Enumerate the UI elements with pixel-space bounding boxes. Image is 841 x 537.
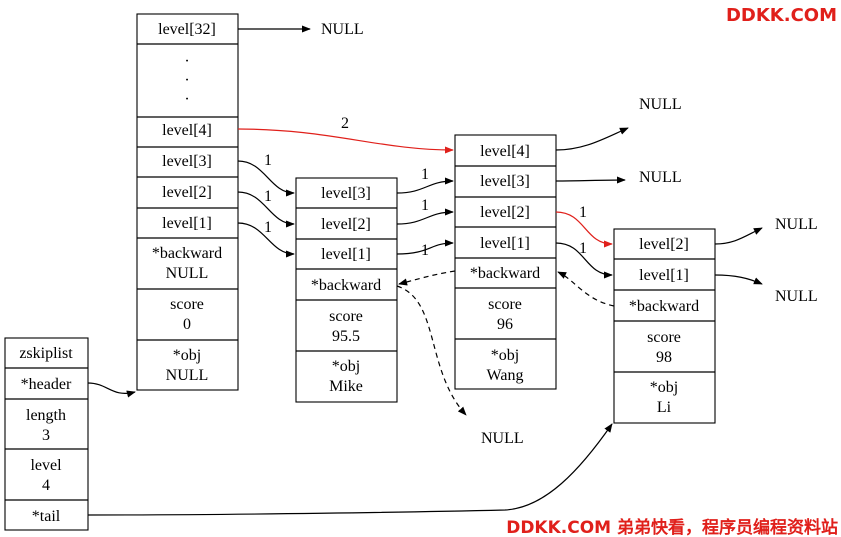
wang-score-value: 96 (497, 316, 513, 333)
edge-li-level1-null (714, 274, 763, 285)
zskiplist-length-label: length (26, 407, 66, 424)
mike-level1: level[1] (321, 246, 371, 263)
mike-level2: level[2] (321, 216, 371, 233)
edges (87, 25, 763, 516)
zskiplist-node: zskiplist *header length 3 level 4 *tail (4, 337, 89, 531)
header-dot-3: · (184, 91, 189, 108)
null-wang-level3: NULL (639, 169, 682, 186)
header-dot-1: · (184, 53, 189, 70)
edge-mike-level3-wang (396, 177, 454, 194)
zskiplist-title: zskiplist (19, 345, 73, 362)
header-obj-label: *obj (173, 347, 201, 364)
header-level32: level[32] (158, 21, 216, 38)
edge-zskiplist-header (87, 382, 136, 398)
zskiplist-level-label: level (30, 457, 62, 474)
wang-backward: *backward (470, 265, 540, 282)
li-level2: level[2] (639, 236, 689, 253)
zskiplist-header: *header (21, 376, 72, 393)
header-score-value: 0 (183, 316, 191, 333)
span-wang-level2: 1 (579, 204, 587, 221)
span-header-level1: 1 (264, 219, 272, 236)
watermark-top: DDKK.COM (726, 5, 837, 26)
edge-wang-backward-mike (398, 270, 456, 286)
mike-obj-value: Mike (329, 378, 363, 395)
mike-level3: level[3] (321, 185, 371, 202)
wang-level1: level[1] (480, 235, 530, 252)
edge-mike-backward-null (396, 285, 467, 416)
header-level2: level[2] (162, 184, 212, 201)
null-li-level2: NULL (775, 216, 818, 233)
wang-level3: level[3] (480, 173, 530, 190)
mike-obj-label: *obj (332, 358, 360, 375)
node-mike: level[3] level[2] level[1] *backward sco… (295, 177, 398, 403)
wang-level4: level[4] (480, 143, 530, 160)
null-mike-backward: NULL (481, 430, 524, 447)
edge-wang-level3-null (555, 176, 626, 184)
span-header-level2: 1 (264, 188, 272, 205)
node-li: level[2] level[1] *backward score 98 *ob… (613, 228, 716, 424)
header-node: level[32] · · · level[4] level[3] level[… (136, 13, 239, 391)
node-wang: level[4] level[3] level[2] level[1] *bac… (454, 134, 557, 390)
edge-mike-level1-wang (396, 239, 454, 255)
mike-score-label: score (329, 308, 363, 325)
zskiplist-tail: *tail (32, 508, 61, 525)
header-level1: level[1] (162, 215, 212, 232)
header-level3: level[3] (162, 153, 212, 170)
edge-wang-level1-li (555, 242, 613, 279)
labels: NULL NULL NULL NULL NULL NULL 2 1 1 1 1 … (264, 21, 818, 447)
span-header-level3: 1 (264, 152, 272, 169)
edge-header-level3-mike (237, 160, 295, 197)
li-obj-label: *obj (650, 379, 678, 396)
span-mike-level1: 1 (421, 242, 429, 259)
header-level4: level[4] (162, 122, 212, 139)
header-obj-value: NULL (166, 367, 209, 384)
zskiplist-length-value: 3 (42, 427, 50, 444)
null-header-level32: NULL (321, 21, 364, 38)
edge-header-level4-wang (237, 128, 454, 154)
edge-wang-level2-li (555, 211, 613, 248)
edge-li-backward-wang (557, 271, 615, 307)
li-level1: level[1] (639, 267, 689, 284)
edge-header-level2-mike (237, 191, 295, 228)
span-mike-level3: 1 (421, 166, 429, 183)
wang-obj-label: *obj (491, 347, 519, 364)
zskiplist-level-value: 4 (42, 477, 50, 494)
header-dot-2: · (184, 72, 189, 89)
li-obj-value: Li (657, 399, 672, 416)
span-mike-level2: 1 (421, 197, 429, 214)
edge-mike-level2-wang (396, 208, 454, 225)
mike-backward: *backward (311, 277, 381, 294)
header-backward-label: *backward (152, 245, 222, 262)
span-wang-level1: 1 (579, 240, 587, 257)
wang-score-label: score (488, 296, 522, 313)
null-wang-level4: NULL (639, 96, 682, 113)
edge-zskiplist-tail (87, 423, 613, 516)
li-score-label: score (647, 329, 681, 346)
header-backward-value: NULL (166, 265, 209, 282)
header-score-label: score (170, 296, 204, 313)
li-score-value: 98 (656, 349, 672, 366)
wang-obj-value: Wang (487, 367, 524, 384)
watermark-bottom: DDKK.COM 弟弟快看，程序员编程资料站 (506, 517, 838, 537)
edge-header-level1-mike (237, 222, 295, 258)
mike-score-value: 95.5 (332, 328, 360, 345)
null-li-level1: NULL (775, 288, 818, 305)
span-header-level4: 2 (341, 115, 349, 132)
edge-wang-level4-null (555, 127, 629, 151)
li-backward: *backward (629, 298, 699, 315)
edge-li-level2-null (714, 227, 763, 245)
wang-level2: level[2] (480, 204, 530, 221)
